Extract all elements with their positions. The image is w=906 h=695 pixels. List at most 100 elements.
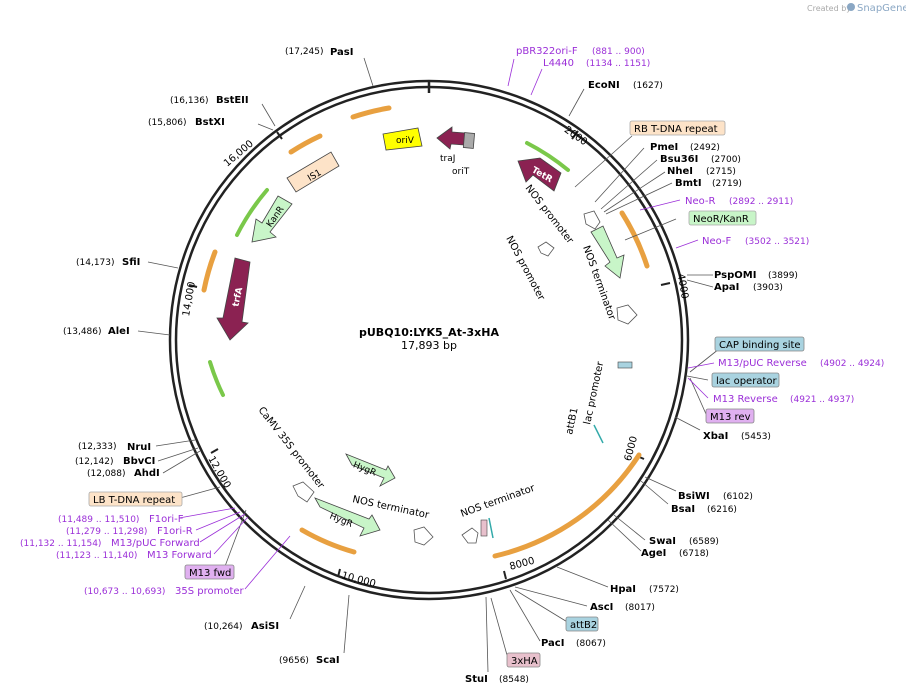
primer-l4440[interactable]: L4440 (1134 .. 1151) (543, 58, 650, 69)
enzyme-pspomi-name: PspOMI (714, 270, 756, 281)
plasmid-name: pUBQ10:LYK5_At-3xHA (359, 326, 499, 339)
box-rb-t-dna-repeat[interactable]: RB T-DNA repeat (629, 120, 726, 136)
primer-pbr322ori-f[interactable]: pBR322ori-F (881 .. 900) (516, 46, 645, 57)
box-lac-operator[interactable]: lac operator (711, 372, 780, 388)
primer-pbr322ori-f-name: pBR322ori-F (516, 46, 578, 57)
enzyme-agei-name: AgeI (641, 548, 666, 559)
box-m13-rev[interactable]: M13 rev (705, 408, 755, 424)
enzyme-pspomi-pos: (3899) (768, 271, 798, 281)
enzyme-bsu36i-name: Bsu36I (660, 154, 698, 165)
enzyme-scai[interactable]: (9656) ScaI (279, 655, 340, 666)
enzyme-bmti[interactable]: BmtI (2719) (675, 178, 742, 189)
feature-hygr-1[interactable]: HygR (345, 453, 396, 487)
enzyme-bstxi-pos: (15,806) (148, 118, 187, 128)
enzyme-asisi-name: AsiSI (251, 621, 279, 632)
box-lb-t-dna-repeat[interactable]: LB T-DNA repeat (88, 491, 183, 507)
enzyme-swai[interactable]: SwaI (6589) (649, 536, 719, 547)
enzyme-bsiwi-pos: (6102) (723, 492, 753, 502)
enzyme-hpai-pos: (7572) (649, 585, 679, 595)
credit-brand: SnapGene (857, 3, 906, 14)
enzyme-pasi[interactable]: (17,245) PasI (285, 47, 353, 58)
enzyme-asci-pos: (8017) (625, 603, 655, 613)
box-3xha[interactable]: 3xHA (506, 652, 541, 668)
nos-terminator-arrow-2 (413, 526, 434, 546)
feature-neor-kanr[interactable] (590, 225, 625, 279)
enzyme-bstxi-name: BstXI (195, 117, 225, 128)
primer-neo-r[interactable]: Neo-R (2892 .. 2911) (685, 196, 793, 207)
feature-oriv[interactable]: oriV (382, 127, 423, 151)
enzyme-xbai[interactable]: XbaI (5453) (703, 431, 771, 442)
enzyme-asisi[interactable]: (10,264) AsiSI (204, 621, 279, 632)
box-attb2-label: attB2 (570, 620, 597, 631)
enzyme-econi[interactable]: EcoNI (1627) (588, 80, 663, 91)
enzyme-bbvci-name: BbvCI (123, 456, 155, 467)
box-m13-rev-label: M13 rev (710, 412, 751, 423)
enzyme-alei[interactable]: (13,486) AleI (63, 326, 130, 337)
primer-m13-forward[interactable]: (11,123 .. 11,140) M13 Forward (56, 550, 212, 561)
enzyme-swai-name: SwaI (649, 536, 676, 547)
feature-traj-label: traJ (440, 154, 455, 164)
enzyme-bsteii-name: BstEII (216, 95, 249, 106)
enzyme-bmti-pos: (2719) (712, 179, 742, 189)
primer-m13-forward-pos: (11,123 .. 11,140) (56, 551, 137, 561)
primer-f1ori-r[interactable]: (11,279 .. 11,298) F1ori-R (66, 526, 193, 537)
primer-neo-f-name: Neo-F (702, 236, 732, 247)
enzyme-bstxi[interactable]: (15,806) BstXI (148, 117, 225, 128)
enzyme-paci[interactable]: PacI (8067) (541, 638, 606, 649)
enzyme-sfii-pos: (14,173) (76, 258, 115, 268)
primer-m13-puc-reverse[interactable]: M13/pUC Reverse (4902 .. 4924) (718, 358, 884, 369)
box-m13-fwd[interactable]: M13 fwd (184, 564, 235, 580)
enzyme-nrui[interactable]: (12,333) NruI (78, 442, 151, 453)
primer-f1ori-f[interactable]: (11,489 .. 11,510) F1ori-F (58, 514, 184, 525)
enzyme-bsu36i[interactable]: Bsu36I (2700) (660, 154, 741, 165)
tick-label-10000: 10,000 (340, 570, 377, 590)
enzyme-bsiwi-name: BsiWI (678, 491, 710, 502)
enzyme-xbai-name: XbaI (703, 431, 728, 442)
enzyme-ahdi-pos: (12,088) (87, 469, 126, 479)
enzyme-agei-pos: (6718) (679, 549, 709, 559)
enzyme-bsiwi[interactable]: BsiWI (6102) (678, 491, 753, 502)
enzyme-asisi-pos: (10,264) (204, 622, 243, 632)
enzyme-stui[interactable]: StuI (8548) (465, 674, 529, 685)
primer-35s-promoter-pos: (10,673 .. 10,693) (84, 587, 165, 597)
feature-is1[interactable]: IS1 (286, 151, 340, 193)
box-cap-binding-site[interactable]: CAP binding site (714, 336, 805, 352)
enzyme-nhei[interactable]: NheI (2715) (667, 166, 736, 177)
enzyme-apai-name: ApaI (714, 282, 739, 293)
box-neor-kanr-label: NeoR/KanR (693, 214, 749, 225)
enzyme-hpai[interactable]: HpaI (7572) (610, 584, 679, 595)
enzyme-econi-name: EcoNI (588, 80, 620, 91)
enzyme-bsteii[interactable]: (16,136) BstEII (170, 95, 249, 106)
enzyme-agei[interactable]: AgeI (6718) (641, 548, 709, 559)
enzyme-swai-pos: (6589) (689, 537, 719, 547)
enzyme-stui-pos: (8548) (499, 675, 529, 685)
ring-segments (201, 105, 650, 559)
box-attb2[interactable]: attB2 (565, 616, 599, 632)
enzyme-pmei[interactable]: PmeI (2492) (650, 142, 720, 153)
feature-tetr[interactable]: TetR (517, 157, 562, 192)
primer-m13-puc-forward[interactable]: (11,132 .. 11,154) M13/pUC Forward (20, 538, 200, 549)
enzyme-bsai-name: BsaI (671, 504, 695, 515)
feature-trfa[interactable]: trfA (216, 257, 251, 341)
primer-m13-puc-forward-name: M13/pUC Forward (111, 538, 200, 549)
enzyme-pspomi[interactable]: PspOMI (3899) (714, 270, 798, 281)
tick-label-12000: 12,000 (205, 455, 232, 491)
box-neor-kanr[interactable]: NeoR/KanR (688, 210, 757, 226)
feature-traj[interactable]: traJ oriT (436, 126, 476, 177)
enzyme-bsai[interactable]: BsaI (6216) (671, 504, 737, 515)
enzyme-bbvci[interactable]: (12,142) BbvCI (75, 456, 155, 467)
enzyme-pmei-pos: (2492) (690, 143, 720, 153)
enzyme-sfii[interactable]: (14,173) SfiI (76, 257, 140, 268)
primer-m13-reverse[interactable]: M13 Reverse (4921 .. 4937) (713, 394, 854, 405)
plasmid-size: 17,893 bp (401, 339, 457, 352)
primer-neo-r-pos: (2892 .. 2911) (729, 197, 793, 207)
primer-35s-promoter[interactable]: (10,673 .. 10,693) 35S promoter (84, 586, 245, 597)
primer-f1ori-f-name: F1ori-F (149, 514, 184, 525)
lac-promoter-label: lac promoter (582, 360, 606, 426)
primer-35s-promoter-name: 35S promoter (175, 586, 245, 597)
primer-neo-f[interactable]: Neo-F (3502 .. 3521) (702, 236, 809, 247)
enzyme-asci[interactable]: AscI (8017) (590, 602, 655, 613)
enzyme-ahdi[interactable]: (12,088) AhdI (87, 468, 160, 479)
enzyme-apai[interactable]: ApaI (3903) (714, 282, 783, 293)
